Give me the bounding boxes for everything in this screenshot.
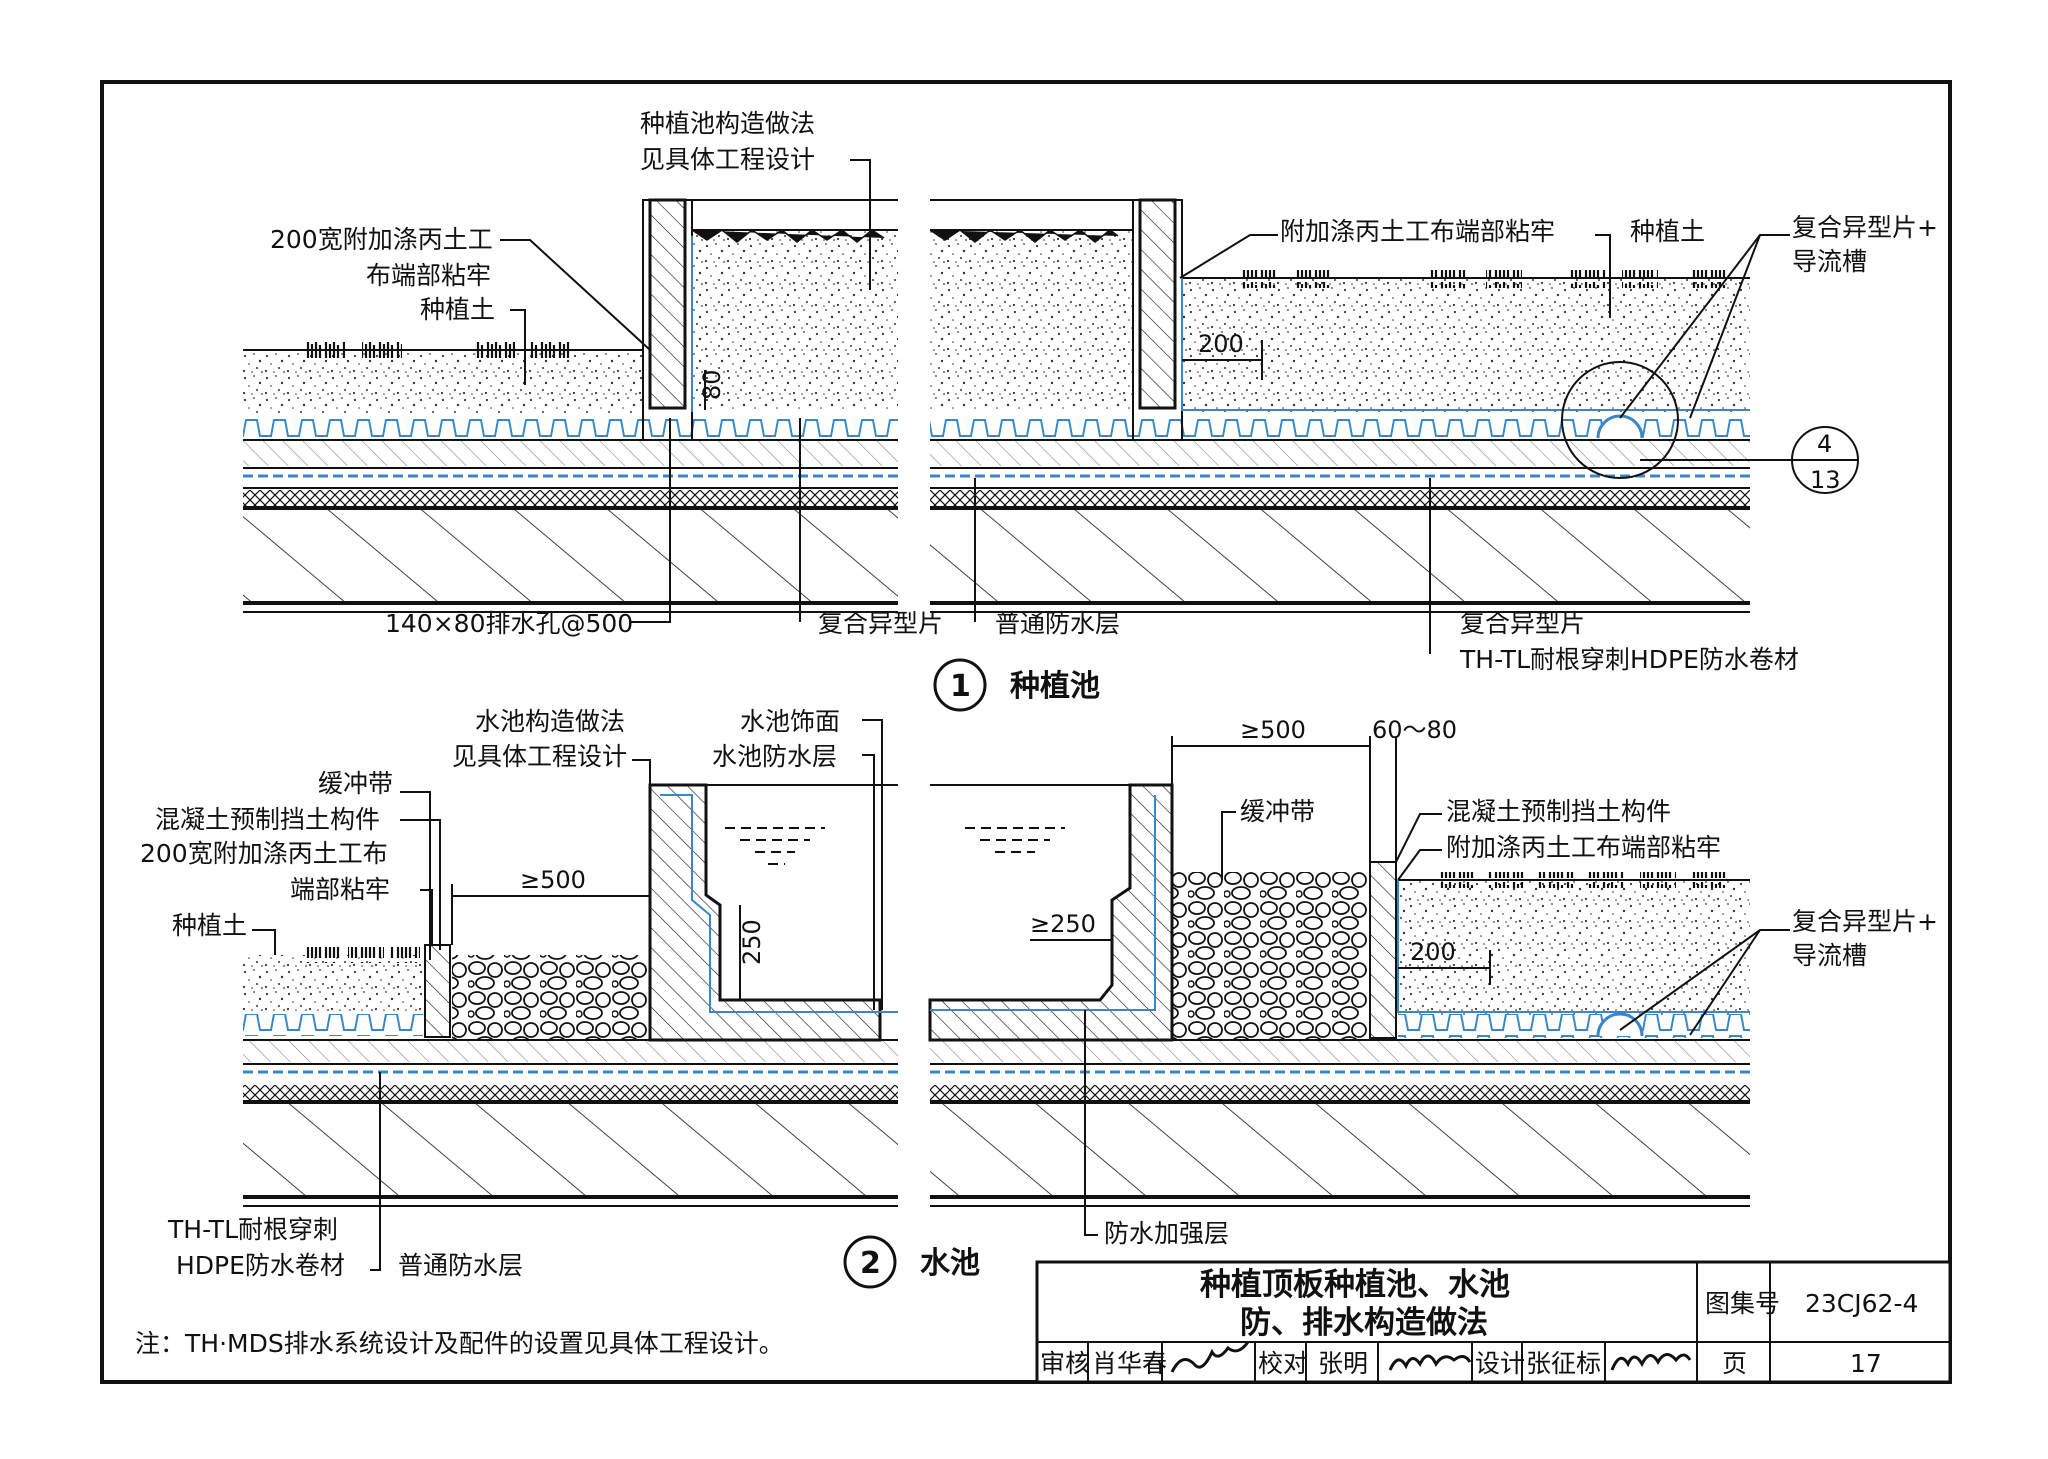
checker-signature	[1388, 1354, 1472, 1371]
detail2-title: 水池	[920, 1246, 980, 1281]
detail1-left-section: 80	[243, 198, 898, 613]
label-buffer-right: 缓冲带	[1240, 797, 1315, 826]
label-precast-right: 混凝土预制挡土构件	[1446, 797, 1671, 826]
detail2-labels: 水池构造做法 见具体工程设计 水池饰面 水池防水层 缓冲带 混凝土预制挡土构件 …	[140, 707, 1938, 1289]
designer-signature	[1610, 1353, 1692, 1371]
label-geotextile-d2-1: 200宽附加涤丙土工布	[140, 839, 388, 868]
label-composite-drain-d2-1: 复合异型片+	[1792, 907, 1938, 936]
dim-60-80: 60～80	[1372, 716, 1457, 744]
label-hdpe-membrane: TH-TL耐根穿刺HDPE防水卷材	[1459, 645, 1799, 674]
label-composite-drain-1: 复合异型片+	[1792, 213, 1938, 242]
design-label: 设计	[1475, 1349, 1525, 1378]
label-hdpe-d2-2: HDPE防水卷材	[176, 1251, 345, 1280]
dim-250-left: 250	[738, 919, 766, 965]
label-composite-sheet-1: 复合异型片	[818, 609, 943, 638]
ref-bottom: 13	[1810, 466, 1841, 494]
dim-500-left: ≥500	[520, 866, 586, 894]
sheet-border	[100, 80, 1952, 1384]
detail1-leaders	[500, 159, 1790, 654]
label-geotextile-1: 200宽附加涤丙土工	[270, 225, 493, 254]
label-reinforce: 防水加强层	[1104, 1219, 1229, 1248]
designer-name: 张征标	[1526, 1349, 1601, 1378]
label-precast-left: 混凝土预制挡土构件	[155, 805, 380, 834]
reviewer-name: 肖华春	[1092, 1349, 1167, 1378]
detail-callout-circle	[1561, 361, 1679, 479]
dim-250-right: ≥250	[1030, 910, 1096, 938]
label-pool-construction-1: 种植池构造做法	[640, 109, 815, 138]
detail2-number-circle	[843, 1235, 897, 1289]
ref-top: 4	[1817, 430, 1832, 458]
label-geotextile-right: 附加涤丙土工布端部粘牢	[1280, 217, 1555, 246]
label-composite-sheet-2: 复合异型片	[1460, 609, 1585, 638]
detail2-leaders	[252, 719, 1790, 1271]
detail1-number: 1	[950, 669, 971, 704]
dim-200: 200	[1198, 330, 1244, 358]
label-normal-waterproof: 普通防水层	[995, 609, 1120, 638]
title-line-2: 防、排水构造做法	[1240, 1305, 1488, 1341]
review-label: 审核	[1040, 1349, 1090, 1378]
label-geotextile-2: 布端部粘牢	[366, 261, 491, 290]
label-planting-soil-d2: 种植土	[172, 911, 247, 940]
label-composite-drain-d2-2: 导流槽	[1792, 941, 1867, 970]
page-label: 页	[1722, 1349, 1747, 1378]
reviewer-signature	[1170, 1341, 1250, 1373]
label-pool-construction-2: 见具体工程设计	[640, 145, 815, 174]
detail1-title: 种植池	[1010, 669, 1100, 704]
check-label: 校对	[1258, 1349, 1308, 1378]
detail2-left-section: ≥500 250	[243, 783, 898, 1207]
checker-name: 张明	[1318, 1349, 1368, 1378]
label-composite-drain-2: 导流槽	[1792, 247, 1867, 276]
label-planting-soil-left: 种植土	[420, 295, 495, 324]
detail1-right-section: 200 4 13	[929, 198, 1859, 613]
label-geotextile-d2-2: 端部粘牢	[290, 875, 390, 904]
atlas-number: 23CJ62-4	[1805, 1289, 1918, 1318]
label-planting-soil-right: 种植土	[1630, 217, 1705, 246]
label-pond-construction-1: 水池构造做法	[475, 707, 625, 736]
label-drain-hole: 140×80排水孔@500	[385, 609, 633, 638]
label-pond-waterproof: 水池防水层	[712, 742, 837, 771]
detail1-number-circle	[933, 658, 987, 712]
label-hdpe-d2-1: TH-TL耐根穿刺	[167, 1215, 338, 1244]
note-text: 注：TH·MDS排水系统设计及配件的设置见具体工程设计。	[135, 1329, 784, 1358]
page-number: 17	[1850, 1349, 1882, 1378]
detail2-number: 2	[860, 1246, 881, 1281]
dim-80: 80	[698, 369, 726, 400]
label-pond-construction-2: 见具体工程设计	[452, 742, 627, 771]
label-pond-finish: 水池饰面	[740, 707, 840, 736]
dim-200-d2: 200	[1410, 938, 1456, 966]
atlas-label: 图集号	[1705, 1289, 1780, 1318]
title-block: 种植顶板种植池、水池 防、排水构造做法 图集号 23CJ62-4 审核 肖华春 …	[1035, 1260, 1952, 1384]
label-geotextile-right-d2: 附加涤丙土工布端部粘牢	[1446, 833, 1721, 862]
detail2-right-section: ≥500 60～80 ≥250 200	[928, 716, 1750, 1207]
dim-500-right: ≥500	[1240, 716, 1306, 744]
label-normal-waterproof-d2: 普通防水层	[398, 1251, 523, 1280]
detail1-labels: 种植池构造做法 见具体工程设计 200宽附加涤丙土工 布端部粘牢 种植土 附加涤…	[270, 109, 1938, 712]
label-buffer-left: 缓冲带	[318, 769, 393, 798]
title-line-1: 种植顶板种植池、水池	[1200, 1267, 1510, 1303]
